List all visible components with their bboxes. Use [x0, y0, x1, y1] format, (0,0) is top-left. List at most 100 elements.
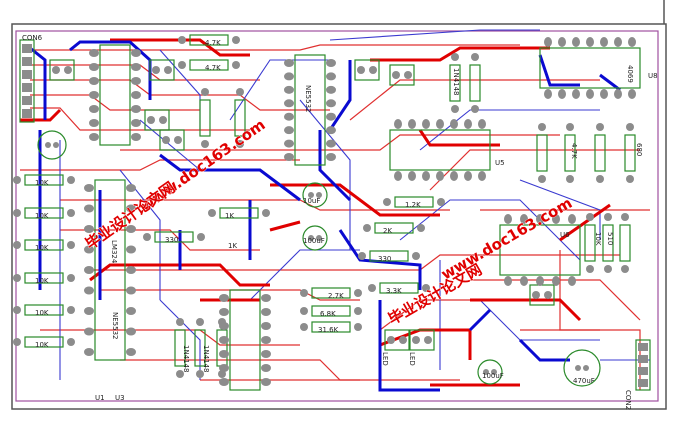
label-con2: CON2: [624, 390, 632, 410]
resistor-outline: [469, 64, 481, 102]
label-r: 1K: [228, 242, 237, 250]
resistor-outline: [219, 207, 259, 219]
pad: [22, 83, 32, 92]
top-trace: [100, 289, 360, 301]
pad: [614, 37, 622, 47]
pad: [45, 142, 51, 148]
label-r: 10K: [35, 309, 49, 317]
pad: [52, 66, 60, 74]
pad: [363, 224, 371, 232]
pad: [89, 105, 99, 113]
top-power-trace: [370, 46, 550, 62]
pad: [566, 123, 574, 131]
pad: [84, 184, 94, 192]
top-trace: [559, 250, 600, 331]
pad: [572, 89, 580, 99]
pad: [126, 348, 136, 356]
bottom-power-trace: [328, 60, 352, 131]
pad: [464, 119, 472, 129]
pad: [126, 184, 136, 192]
label-r: 2K: [383, 227, 392, 235]
pad: [408, 171, 416, 181]
pad: [126, 266, 136, 274]
pad: [84, 204, 94, 213]
ic-outline: [99, 44, 131, 146]
pad: [159, 116, 167, 124]
part-outline: [354, 59, 380, 81]
pad: [451, 53, 459, 61]
resistor-outline: [594, 134, 606, 172]
resistor-outline: [311, 321, 351, 333]
pad: [284, 85, 294, 94]
pad: [520, 214, 528, 224]
pad: [614, 89, 622, 99]
pad: [22, 70, 32, 79]
top-trace: [470, 279, 641, 321]
pad: [596, 123, 604, 131]
label-r: 330: [165, 236, 178, 244]
resistor-outline: [311, 287, 351, 299]
pad: [436, 171, 444, 181]
pad: [67, 338, 75, 346]
pad: [219, 308, 229, 316]
resistor-outline: [311, 305, 351, 317]
resistor-outline: [24, 272, 64, 284]
pad: [126, 225, 136, 233]
pad: [628, 89, 636, 99]
pad: [451, 105, 459, 113]
pad: [84, 348, 94, 356]
connector-outline: [19, 39, 35, 123]
top-power-trace: [269, 220, 301, 232]
pad: [131, 133, 141, 141]
capacitor-outline: [563, 349, 601, 387]
pad: [600, 89, 608, 99]
pad: [261, 378, 271, 386]
resistor-outline: [234, 99, 246, 137]
pad: [164, 66, 172, 74]
pad: [471, 105, 479, 113]
label-u6: U6: [560, 231, 570, 239]
bottom-trace: [399, 199, 581, 261]
label-r: 10K: [35, 212, 49, 220]
resistor-outline: [369, 250, 409, 262]
pad: [558, 37, 566, 47]
pad: [89, 49, 99, 57]
pad: [196, 370, 204, 378]
pad: [67, 176, 75, 184]
pad: [284, 72, 294, 81]
pad: [201, 88, 209, 96]
pad: [176, 318, 184, 326]
label-u1: U1: [95, 394, 105, 402]
pad: [261, 308, 271, 316]
pad: [261, 350, 271, 358]
pad: [232, 36, 240, 44]
bottom-power-trace: [518, 338, 570, 362]
pad: [261, 336, 271, 344]
resistor-outline: [24, 336, 64, 348]
resistor-outline: [379, 282, 419, 294]
ic-outline: [389, 129, 491, 171]
label-r: 4.7K: [205, 39, 221, 47]
top-trace: [349, 79, 600, 121]
pad: [538, 123, 546, 131]
pad: [412, 252, 420, 260]
bottom-trace: [419, 109, 600, 151]
label-r: 6.8K: [320, 310, 336, 318]
pad: [236, 88, 244, 96]
pad: [67, 241, 75, 249]
pad: [261, 294, 271, 302]
pad: [394, 119, 402, 129]
pad: [354, 307, 362, 315]
label-c: 100uF: [482, 372, 504, 380]
pad: [126, 245, 136, 254]
pad: [196, 318, 204, 326]
pad: [232, 61, 240, 69]
pad: [261, 322, 271, 330]
pad: [368, 284, 376, 292]
capacitor-outline: [477, 359, 503, 385]
pad: [131, 77, 141, 85]
bottom-trace: [519, 179, 601, 240]
pad: [89, 133, 99, 141]
pad: [566, 175, 574, 183]
pad: [126, 286, 136, 295]
